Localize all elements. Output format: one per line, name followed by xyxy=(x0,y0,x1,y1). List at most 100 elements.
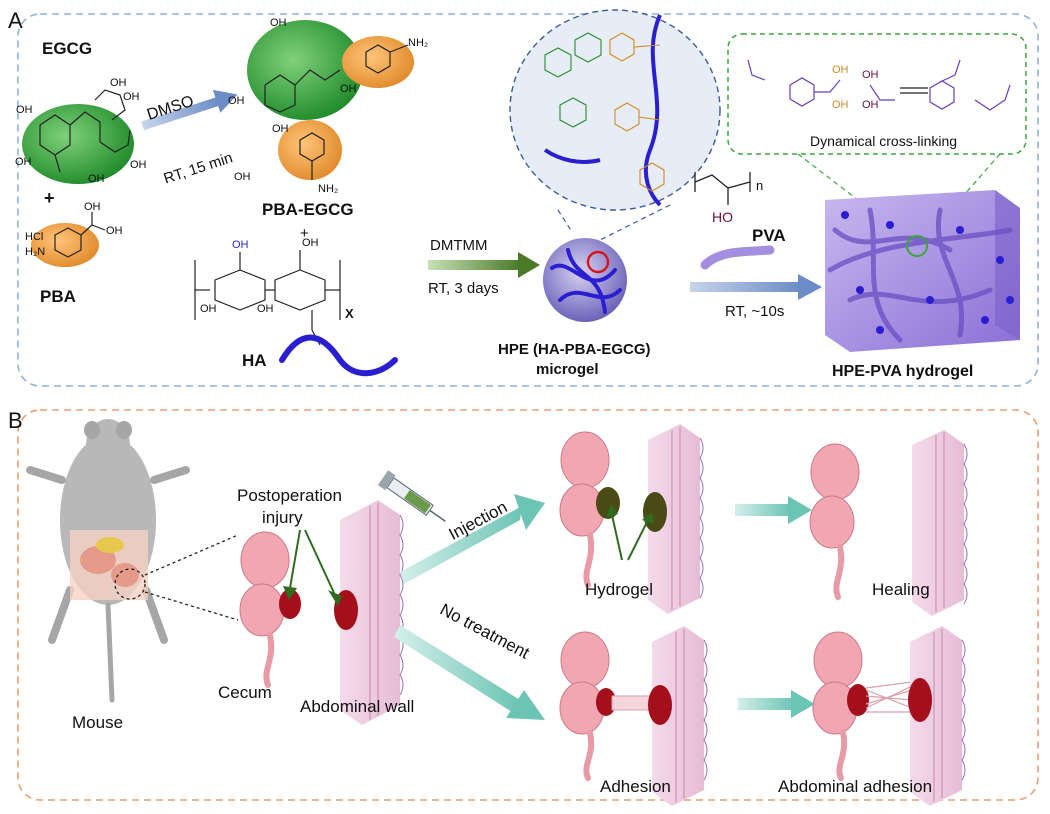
cecum-healed xyxy=(809,443,860,600)
pva-structure-lines xyxy=(694,172,751,205)
pba-egcg-orange-blob-2 xyxy=(278,120,342,180)
hydrogel-label: HPE-PVA hydrogel xyxy=(832,363,973,380)
egcg-oh-4: OH xyxy=(15,156,32,168)
plus-sign-1: + xyxy=(44,188,55,208)
egcg-structure-lines xyxy=(39,89,131,173)
dmtmm-arrow-head xyxy=(518,252,540,278)
postop-label-1: Postoperation xyxy=(237,486,342,505)
microgel-chains xyxy=(550,248,622,314)
crosslink-label: Dynamical cross-linking xyxy=(810,133,957,149)
dmtmm-label: DMTMM xyxy=(430,237,487,254)
pba-hcl: HCl xyxy=(25,231,43,243)
injection-arrow-head xyxy=(514,494,545,530)
microgel-red-highlight xyxy=(586,250,610,274)
ha-carboxyl-oh: OH xyxy=(232,239,249,251)
no-treatment-label: No treatment xyxy=(437,600,533,663)
pba-egcg-nh2-1: NH₂ xyxy=(408,37,428,49)
pba-egcg-orange-blob-1 xyxy=(342,36,414,88)
pba-egcg-nh2-2: NH₂ xyxy=(318,183,338,195)
pba-egcg-oh-3: OH xyxy=(272,123,289,135)
cecum-hydrogel xyxy=(559,431,620,588)
pba-h2n: H₂N xyxy=(25,246,45,258)
pva-arrow-body xyxy=(690,282,800,292)
panel-a-letter: A xyxy=(8,8,23,33)
pba-egcg-oh-1: OH xyxy=(340,83,357,95)
ha-chain-curve xyxy=(279,334,398,377)
no-treatment-arrow-body xyxy=(394,625,520,712)
pba-egcg-oh-5: OH xyxy=(234,171,251,183)
injury-arrowhead-1 xyxy=(283,586,297,600)
adhesion-arrow-head xyxy=(791,690,815,718)
pba-oh-2: OH xyxy=(106,225,123,237)
zoom-ha-chain-2 xyxy=(543,148,601,164)
ha-oh-2: OH xyxy=(200,303,217,315)
abdominal-wall-label: Abdominal wall xyxy=(300,697,414,716)
adhesion-label: Adhesion xyxy=(600,777,671,796)
panel-b-border xyxy=(17,409,1039,801)
plus-sign-2: + xyxy=(300,225,309,242)
panel-a-border xyxy=(17,13,1039,387)
hydrogel-fibers xyxy=(827,207,1013,343)
hydrogel-pointer-arrows xyxy=(611,514,649,561)
egcg-label: EGCG xyxy=(42,39,92,58)
ha-oh-3: OH xyxy=(257,303,274,315)
postop-label-2: injury xyxy=(262,508,303,527)
egcg-oh-1: OH xyxy=(110,77,127,89)
pba-egcg-oh-2: OH xyxy=(228,95,245,107)
crosslink-structures xyxy=(747,59,1011,111)
hydrogel-green-highlight xyxy=(906,235,928,257)
crosslink-oh-3: OH xyxy=(862,69,879,81)
hpe-microgel-sphere xyxy=(543,238,627,322)
mouse-zoom-circle xyxy=(114,568,146,600)
injury-arrowhead-2 xyxy=(328,590,342,606)
rt-3days-label: RT, 3 days xyxy=(428,280,499,297)
pba-egcg-green-blob xyxy=(247,20,363,120)
zoom-egcg-groups xyxy=(544,32,602,128)
abdominal-wall-hydrogel xyxy=(643,424,704,614)
pba-label: PBA xyxy=(40,287,76,306)
ha-label: HA xyxy=(242,351,267,370)
pba-egcg-structure-lines xyxy=(264,44,409,180)
rt-15min-label: RT, 15 min xyxy=(162,149,235,187)
no-treatment-arrow-head xyxy=(506,690,545,720)
rt-10s-label: RT, ~10s xyxy=(725,303,784,320)
abdominal-adhesion-label: Abdominal adhesion xyxy=(778,777,932,796)
cecum-abdominal-adhesion xyxy=(812,631,869,781)
egcg-oh-6: OH xyxy=(88,173,105,185)
zoom-pba-groups xyxy=(609,32,665,192)
dmso-arrow xyxy=(141,89,238,131)
pva-ho: HO xyxy=(712,209,733,225)
hydrogel-cube xyxy=(825,190,1020,352)
adhesion-arrow-body xyxy=(738,698,793,710)
abdominal-wall-healed xyxy=(912,430,968,616)
ha-x-subscript: X xyxy=(345,306,354,321)
mouse-illustration xyxy=(26,419,190,703)
abdominal-wall-abdominal-adhesion xyxy=(908,626,966,806)
mouse-zoom-line-1 xyxy=(144,534,239,576)
mouse-label: Mouse xyxy=(72,713,123,732)
injury-arrows xyxy=(289,529,336,596)
crosslink-box xyxy=(727,33,1027,155)
dmtmm-arrow-body xyxy=(428,260,520,270)
zoom-connector-left xyxy=(557,209,573,233)
pva-arrow-head xyxy=(798,274,822,300)
cecum-initial xyxy=(239,531,301,688)
hpe-label-line1: HPE (HA-PBA-EGCG) xyxy=(498,341,651,358)
healing-arrow-body xyxy=(735,504,790,516)
injection-arrow-body xyxy=(400,506,522,584)
egcg-oh-5: OH xyxy=(130,159,147,171)
ha-structure-lines xyxy=(194,250,341,346)
crosslink-oh-1: OH xyxy=(832,64,849,76)
healing-label: Healing xyxy=(872,580,930,599)
pba-oh-1: OH xyxy=(84,201,101,213)
hydrogel-dots xyxy=(841,211,1014,334)
hydrogel-arrowhead-2 xyxy=(642,512,654,524)
pva-n-subscript: n xyxy=(756,178,763,193)
pva-label: PVA xyxy=(752,226,786,245)
cecum-label: Cecum xyxy=(218,683,272,702)
pba-structure-lines xyxy=(54,212,106,258)
pba-egcg-label: PBA-EGCG xyxy=(262,200,354,219)
adhesion-web xyxy=(865,681,913,713)
